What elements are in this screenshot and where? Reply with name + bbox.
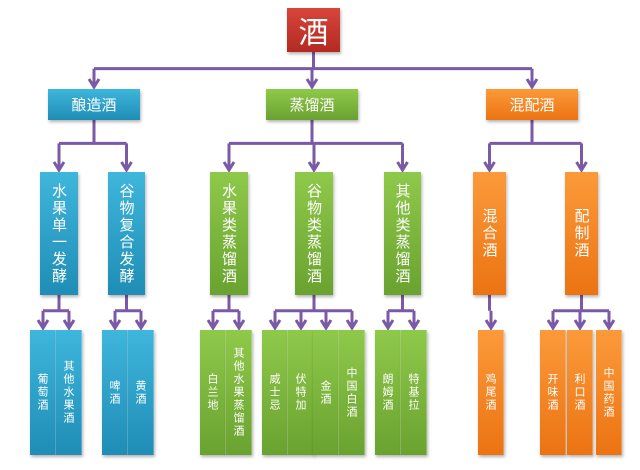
wine-type-node-label: 黄酒 [134,379,147,406]
arrow-head-icon [319,319,333,331]
wine-type-node-label: 伏特加 [294,373,307,412]
arrow-head-icon [575,161,588,173]
wine-type-node: 啤酒 [102,330,128,455]
wine-type-node: 开味酒 [540,330,566,455]
arrow-head-icon [381,319,395,331]
arrow-head-icon [87,78,101,90]
wine-type-node-label: 利口酒 [573,373,586,412]
group-node: 其他类蒸馏酒 [384,172,421,295]
arrow-head-icon [108,319,122,331]
wine-type-node-label: 威士忌 [268,373,281,412]
arrow-head-icon [206,319,220,331]
group-node-label: 配制酒 [572,208,591,259]
category-node: 蒸馏酒 [266,89,358,120]
arrow-head-icon [602,319,616,331]
wine-type-node: 朗姆酒 [375,330,401,455]
wine-type-node-label: 开味酒 [546,373,559,412]
category-node: 酿造酒 [48,89,140,120]
wine-type-node: 黄酒 [128,330,154,455]
arrow-head-icon [222,161,236,173]
wine-type-node: 特基拉 [401,330,427,455]
arrow-head-icon [232,319,246,331]
wine-type-node-label: 葡萄酒 [36,373,49,412]
wine-type-node: 中国白酒 [339,330,365,455]
wine-type-node-label: 其他水果酒 [62,360,75,425]
arrow-head-icon [573,319,587,331]
group-node: 水果单一发酵 [40,172,78,295]
arrow-head-icon [396,161,409,173]
wine-type-node: 白兰地 [200,330,226,455]
group-node: 谷物复合发酵 [108,172,145,295]
arrow-head-icon [294,319,308,331]
category-node-label: 蒸馏酒 [289,96,335,114]
wine-type-node-label: 其他水果蒸馏酒 [232,347,245,438]
category-node-label: 酿造酒 [71,96,117,114]
wine-type-node: 鸡尾酒 [478,330,504,455]
wine-type-node: 威士忌 [262,330,288,455]
category-node-label: 混配酒 [509,96,555,114]
group-node-label: 混合酒 [480,208,499,259]
arrow-head-icon [525,78,539,90]
arrow-head-icon [120,161,133,173]
wine-type-node-label: 中国白酒 [345,366,358,419]
arrow-head-icon [268,319,282,331]
wine-type-node: 伏特加 [288,330,314,455]
group-node: 水果类蒸馏酒 [210,172,248,295]
group-node-label: 水果单一发酵 [50,182,68,285]
wine-type-node: 利口酒 [567,330,593,455]
wine-type-node-label: 中国药酒 [602,366,615,419]
arrow-head-icon [52,161,66,173]
wine-type-node-label: 特基拉 [407,373,420,412]
group-node: 混合酒 [473,172,506,295]
arrow-head-icon [305,78,319,90]
group-node-label: 其他类蒸馏酒 [393,182,412,285]
wine-type-node: 金酒 [313,330,339,455]
group-node: 配制酒 [565,172,598,295]
arrow-head-icon [36,319,50,331]
arrow-head-icon [483,161,496,173]
arrow-head-icon [484,319,498,331]
arrow-head-icon [134,319,148,331]
wine-type-node-label: 金酒 [319,379,332,406]
wine-type-node: 中国药酒 [596,330,622,455]
group-node: 谷物类蒸馏酒 [295,172,333,295]
arrow-head-icon [307,161,321,173]
wine-type-node: 葡萄酒 [30,330,56,455]
category-node: 混配酒 [486,89,578,120]
group-node-label: 谷物类蒸馏酒 [305,182,323,285]
root-node-wine: 酒 [287,8,340,52]
group-node-label: 水果类蒸馏酒 [220,182,238,285]
arrow-head-icon [345,319,359,331]
wine-type-node-label: 鸡尾酒 [484,373,497,412]
arrow-head-icon [546,319,560,331]
wine-type-node: 其他水果酒 [56,330,82,455]
wine-type-node-label: 朗姆酒 [381,373,394,412]
arrow-head-icon [62,319,76,331]
wine-type-node: 其他水果蒸馏酒 [226,330,252,455]
group-node-label: 谷物复合发酵 [117,182,136,285]
arrow-head-icon [407,319,421,331]
wine-type-node-label: 白兰地 [206,373,219,412]
wine-type-node-label: 啤酒 [108,379,121,406]
